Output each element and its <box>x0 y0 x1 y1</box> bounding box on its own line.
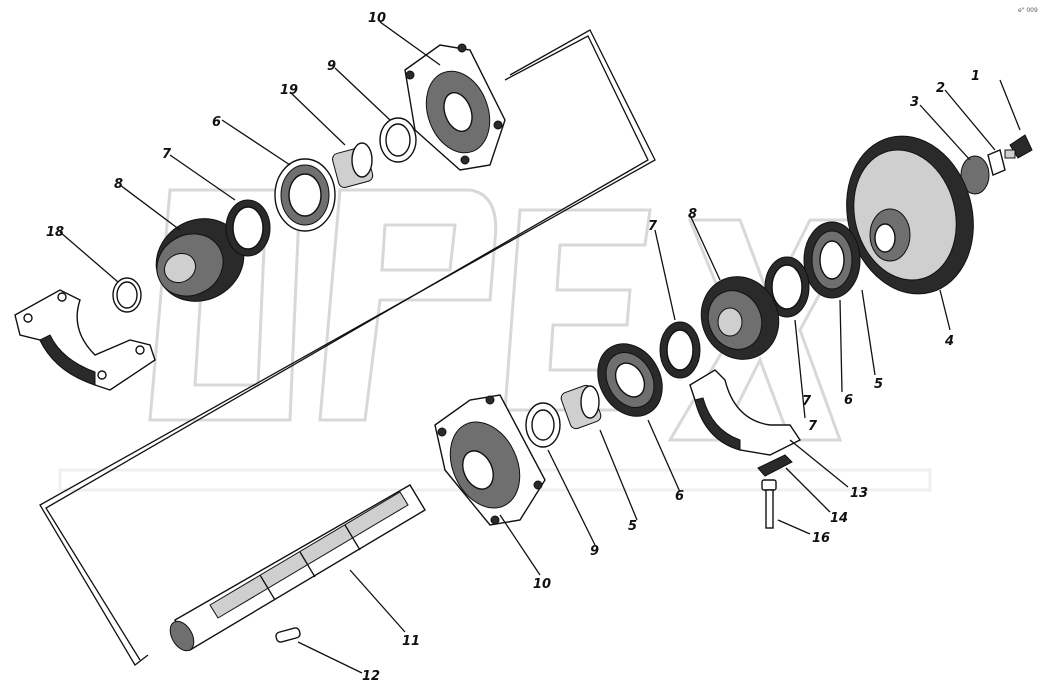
callout-7-top: 7 <box>648 219 658 234</box>
part-11-shaft <box>169 484 426 652</box>
callout-10-top: 10 <box>368 11 386 26</box>
callout-7-right: 7 <box>802 394 812 409</box>
callout-6-left: 6 <box>212 115 221 130</box>
callout-9-lower: 9 <box>590 544 599 559</box>
leader-lines <box>59 21 1021 674</box>
part-5-seal-right <box>803 221 861 299</box>
part-2-lock-plate <box>987 149 1006 176</box>
callout-12: 12 <box>362 669 380 684</box>
callout-9-top: 9 <box>327 59 336 74</box>
part-13-housing-half-right <box>689 369 802 456</box>
callout-8-left: 8 <box>114 177 123 192</box>
part-19-bushing <box>332 142 374 188</box>
callout-16: 16 <box>812 531 830 546</box>
callout-14: 14 <box>830 511 848 526</box>
part-8-bearing-left <box>155 218 245 302</box>
callout-2: 2 <box>936 81 945 96</box>
part-1-bolt <box>1004 134 1033 159</box>
part-10-flange-hub-lower <box>434 394 546 526</box>
part-4-sprocket <box>846 135 974 295</box>
callout-5-middle: 5 <box>628 519 637 534</box>
callout-10-lower: 10 <box>533 577 551 592</box>
part-14-shim <box>757 454 793 477</box>
part-18-housing-half <box>14 289 156 391</box>
part-8-bearing-right <box>700 276 780 360</box>
callout-8-right: 8 <box>688 207 697 222</box>
part-16-bolt <box>761 479 777 529</box>
callout-13: 13 <box>850 486 868 501</box>
callout-18: 18 <box>46 225 64 240</box>
callout-3: 3 <box>910 95 919 110</box>
part-3-cover-disc <box>960 155 990 195</box>
part-6-seal-left <box>274 158 336 232</box>
callout-6-right: 6 <box>844 393 853 408</box>
callout-11: 11 <box>402 634 420 649</box>
callout-4: 4 <box>944 334 954 349</box>
callout-6-middle: 6 <box>675 489 684 504</box>
callout-7-left: 7 <box>162 147 172 162</box>
part-12-key <box>275 627 301 643</box>
callout-1: 1 <box>971 69 980 84</box>
callout-7-lower: 7 <box>808 419 818 434</box>
callout-numbers: 1 2 3 4 5 5 6 6 6 7 7 7 7 8 8 9 9 10 10 … <box>46 11 980 684</box>
part-10-flange-hub-top <box>404 43 506 171</box>
callout-19: 19 <box>280 83 298 98</box>
frame-line <box>39 29 656 666</box>
part-5-bushing-middle <box>560 384 602 430</box>
part-6-seal-middle <box>597 343 663 417</box>
corner-code: e" 009 <box>1018 7 1038 14</box>
callout-5-right: 5 <box>874 377 883 392</box>
